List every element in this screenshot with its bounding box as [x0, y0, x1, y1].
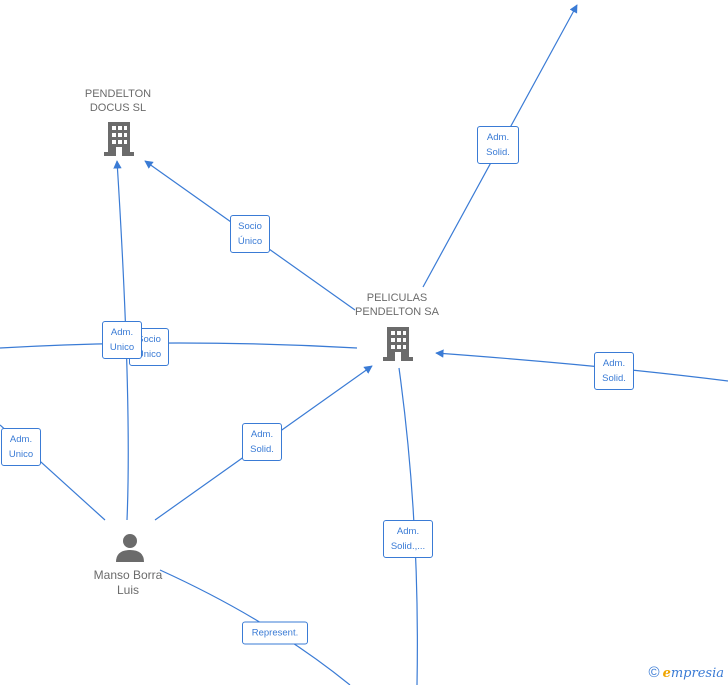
node-label-pendelton-docus[interactable]: PENDELTON DOCUS SL: [85, 87, 151, 115]
edge-label-line2: Único: [136, 349, 162, 360]
edge-right-to-peliculas[interactable]: [435, 349, 728, 382]
edge-label-adm-unico-center[interactable]: Adm. Unico: [102, 321, 142, 359]
edge-label-adm-solid-right[interactable]: Adm. Solid.: [594, 352, 634, 390]
node-label-line1: PELICULAS: [366, 292, 428, 304]
copyright-icon: ©: [648, 664, 660, 681]
edge-label-adm-solid-bottom[interactable]: Adm. Solid.,...: [383, 520, 433, 558]
edge-left-to-peliculas[interactable]: [0, 342, 358, 349]
brand-logo-text: mpresia: [670, 665, 724, 681]
edge-label-adm-solid-mid[interactable]: Adm. Solid.: [242, 423, 282, 461]
edge-label-represent[interactable]: Represent.: [242, 621, 308, 645]
node-label-manso[interactable]: Manso Borra Luis: [94, 568, 163, 598]
edge-label-line1: Adm.: [250, 429, 274, 440]
edge-label-line1: Adm.: [110, 327, 134, 338]
edge-label-line2: Solid.: [250, 444, 274, 455]
edge-label-line1: Adm.: [396, 526, 420, 537]
edge-label-adm-solid-top[interactable]: Adm. Solid.: [477, 126, 519, 164]
edge-label-line2: Único: [237, 236, 263, 247]
brand-logo: empresia: [663, 665, 724, 681]
edge-label-line1: Adm.: [9, 434, 33, 445]
edge-label-adm-unico-left[interactable]: Adm. Unico: [1, 428, 41, 466]
person-icon[interactable]: [115, 532, 145, 562]
edge-label-line1: Socio: [137, 334, 161, 345]
edge-label-line2: Unico: [109, 342, 135, 353]
edge-label-line1: Adm.: [602, 358, 626, 369]
edge-label-line1: Socio: [238, 221, 262, 232]
edge-label-line2: Solid.: [486, 147, 510, 158]
edge-label-line2: Solid.,...: [390, 541, 426, 552]
edge-label-socio-unico[interactable]: Socio Único: [230, 215, 270, 253]
edge-label-line2: Solid.: [602, 373, 626, 384]
edge-label-line1: Represent.: [251, 627, 299, 639]
brand-logo-e: e: [662, 665, 671, 681]
edge-manso-to-pendelton-docus[interactable]: [113, 160, 129, 521]
node-label-line1: Manso Borra: [93, 568, 163, 582]
node-label-line2: Luis: [116, 583, 140, 597]
node-label-peliculas[interactable]: PELICULAS PENDELTON SA: [355, 291, 439, 319]
building-icon[interactable]: [104, 122, 134, 156]
building-icon[interactable]: [383, 327, 413, 361]
node-label-line1: PENDELTON: [84, 88, 152, 100]
node-label-line2: DOCUS SL: [89, 102, 147, 114]
edge-label-line2: Unico: [8, 449, 34, 460]
edge-label-line1: Adm.: [486, 132, 510, 143]
footer-brand[interactable]: © empresia: [649, 664, 724, 681]
node-label-line2: PENDELTON SA: [355, 306, 439, 318]
